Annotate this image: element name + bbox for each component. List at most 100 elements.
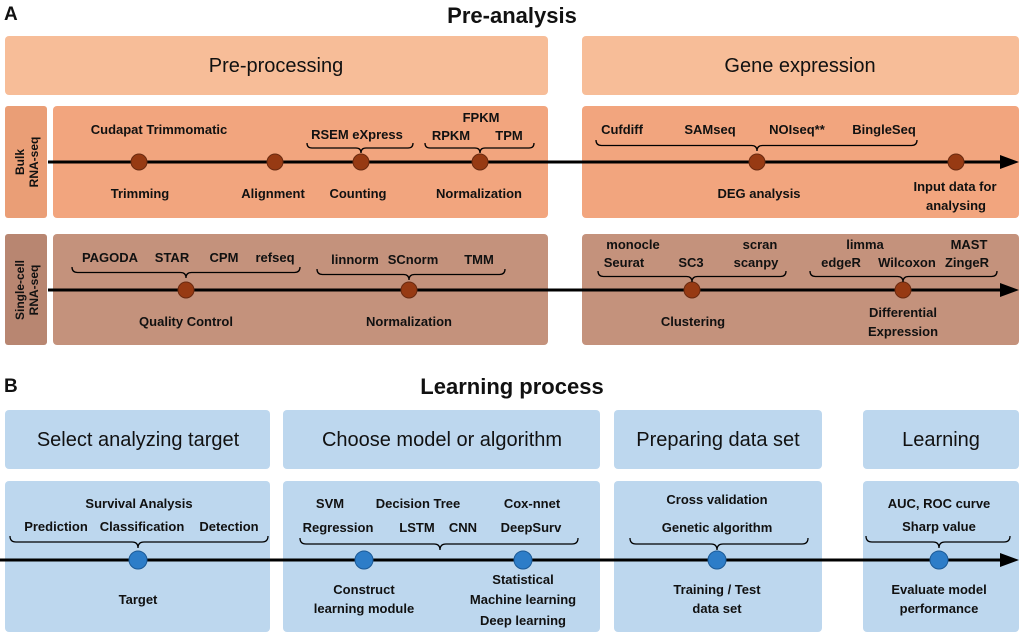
model-type-deep-learning: Deep learning (480, 613, 566, 628)
target-step: Target (119, 592, 158, 607)
model-box (283, 481, 600, 632)
bulk-row-label-line2: RNA-seq (27, 137, 41, 188)
sc-dot-clustering (683, 281, 701, 299)
dot-model-types (513, 550, 533, 570)
brace-learning (865, 535, 1011, 549)
gene-expression-header-box (582, 36, 1019, 95)
model-method-cnn: CNN (449, 520, 477, 535)
sc-tool-seurat: Seurat (604, 255, 645, 270)
target-method-prediction: Prediction (24, 519, 88, 534)
preprocessing-header-box (5, 36, 548, 95)
dot-dataset (707, 550, 727, 570)
model-method-regression: Regression (303, 520, 374, 535)
bulk-tool-tpm: TPM (495, 128, 522, 143)
bulk-tool-fpkm: FPKM (463, 110, 500, 125)
sc-row-label-line2: RNA-seq (27, 265, 41, 316)
bulk-step-deg: DEG analysis (717, 186, 800, 201)
sc-tool-scran: scran (743, 237, 778, 252)
panel-b-title: Learning process (420, 374, 603, 399)
bulk-dot-input (947, 153, 965, 171)
bulk-arrowhead (1000, 155, 1019, 169)
brace-model (299, 537, 579, 551)
sc-tool-scanpy: scanpy (734, 255, 780, 270)
sc-tool-scnorm: SCnorm (388, 252, 439, 267)
sc-row-label-line1: Single-cell (13, 260, 27, 320)
bulk-step-normalization: Normalization (436, 186, 522, 201)
bulk-step-input-line2: analysing (926, 198, 986, 213)
bulk-row-label: Bulk RNA-seq (13, 137, 41, 188)
sc-tool-cpm: CPM (210, 250, 239, 265)
sc-row-label: Single-cell RNA-seq (13, 260, 41, 320)
sc-tool-zinger: ZingeR (945, 255, 990, 270)
sc-dot-normalization (400, 281, 418, 299)
sc-step-de-line1: Differential (869, 305, 937, 320)
target-method-survival: Survival Analysis (85, 496, 192, 511)
sc-tool-monocle: monocle (606, 237, 659, 252)
bulk-dot-alignment (266, 153, 284, 171)
sc-tool-edger: edgeR (821, 255, 861, 270)
brace-target (9, 535, 269, 549)
sc-tool-refseq: refseq (255, 250, 294, 265)
dataset-step-line1: Training / Test (673, 582, 761, 597)
model-method-deepsurv: DeepSurv (501, 520, 562, 535)
target-header-box (5, 410, 270, 469)
sc-tool-sc3: SC3 (678, 255, 703, 270)
dot-target (128, 550, 148, 570)
learning-arrowhead (1000, 553, 1019, 567)
sc-dot-qc (177, 281, 195, 299)
dataset-header: Preparing data set (636, 429, 800, 451)
model-header-box (283, 410, 600, 469)
panel-a: A Pre-analysis Pre-processing Gene expre… (4, 3, 1019, 345)
learning-step-line2: performance (900, 601, 979, 616)
brace-sc-qc (71, 266, 301, 279)
dataset-step-line2: data set (692, 601, 742, 616)
panel-a-title: Pre-analysis (447, 3, 577, 28)
brace-bulk-deg (595, 139, 918, 152)
bulk-tool-noiseq: NOIseq** (769, 122, 826, 137)
dot-evaluate (929, 550, 949, 570)
model-method-cox-nnet: Cox-nnet (504, 496, 561, 511)
brace-bulk-normalization (424, 142, 535, 154)
bulk-dot-deg (748, 153, 766, 171)
bulk-tool-bingleseq: BingleSeq (852, 122, 916, 137)
model-method-decision-tree: Decision Tree (376, 496, 461, 511)
brace-sc-clustering (597, 270, 787, 283)
bulk-row-label-box (5, 106, 47, 218)
sc-tool-tmm: TMM (464, 252, 494, 267)
target-header: Select analyzing target (37, 429, 240, 451)
sc-tool-linnorm: linnorm (331, 252, 379, 267)
learning-method-sharp-value: Sharp value (902, 519, 976, 534)
model-type-machine-learning: Machine learning (470, 592, 576, 607)
sc-dot-de (894, 281, 912, 299)
sc-tool-pagoda: PAGODA (82, 250, 139, 265)
bulk-dot-counting (352, 153, 370, 171)
gene-expression-header: Gene expression (724, 55, 875, 77)
bulk-tool-samseq: SAMseq (684, 122, 735, 137)
sc-tool-mast: MAST (951, 237, 988, 252)
bulk-dot-normalization (471, 153, 489, 171)
single-cell-row: Single-cell RNA-seq PAGODA STAR CPM refs… (5, 234, 1019, 345)
sc-tool-star: STAR (155, 250, 190, 265)
sc-step-qc: Quality Control (139, 314, 233, 329)
dataset-method-genetic-algorithm: Genetic algorithm (662, 520, 773, 535)
construct-step-line2: learning module (314, 601, 414, 616)
bulk-step-input-line1: Input data for (913, 179, 996, 194)
brace-sc-normalization (316, 268, 506, 281)
construct-step-line1: Construct (333, 582, 395, 597)
target-method-classification: Classification (100, 519, 185, 534)
bulk-dot-trimming (130, 153, 148, 171)
brace-bulk-counting (306, 142, 414, 154)
dataset-method-cross-validation: Cross validation (666, 492, 767, 507)
bulk-row: Bulk RNA-seq Cudapat Trimmomatic RSEM eX… (5, 106, 1019, 218)
model-header: Choose model or algorithm (322, 429, 562, 451)
bulk-row-label-line1: Bulk (13, 149, 27, 175)
brace-sc-de (809, 270, 998, 283)
dot-construct (354, 550, 374, 570)
preprocessing-header: Pre-processing (209, 55, 344, 77)
sc-step-normalization: Normalization (366, 314, 452, 329)
panel-b-letter: B (4, 376, 18, 397)
learning-method-auc-roc: AUC, ROC curve (888, 496, 991, 511)
sc-tool-limma: limma (846, 237, 884, 252)
sc-step-clustering: Clustering (661, 314, 725, 329)
bulk-tool-trimming: Cudapat Trimmomatic (91, 122, 228, 137)
